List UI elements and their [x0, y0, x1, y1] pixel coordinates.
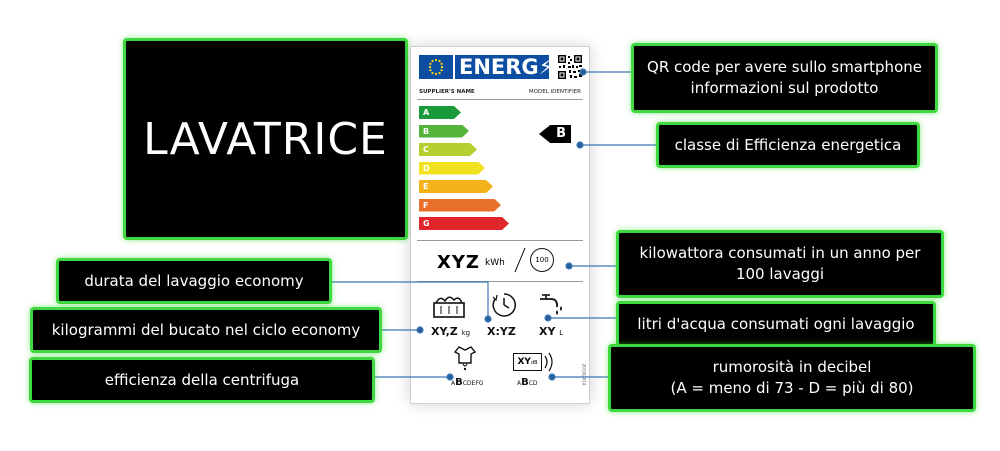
energy-class-bar-f: F: [419, 198, 501, 212]
energy-class-bar-b: B: [419, 124, 469, 138]
noise-prefix: A: [517, 380, 522, 387]
qr-code-icon: [557, 54, 583, 80]
callout-energy-class-text: classe di Efficienza energetica: [674, 135, 902, 154]
callout-water: litri d'acqua consumati ogni lavaggio: [616, 301, 936, 347]
energy-brand: ENERG⚡: [455, 55, 553, 79]
eu-flag-icon: [419, 55, 453, 79]
callout-qr-code: QR code per avere sullo smartphone infor…: [631, 43, 938, 113]
capacity-unit: kg: [461, 329, 471, 337]
clock-icon: [492, 293, 516, 317]
regulation-number: 2019/2014: [581, 363, 587, 386]
energy-label: ENERG⚡ SUPPLIER'S NAME MODEL IDENTIFIER …: [410, 46, 590, 404]
sound-waves-icon: [544, 352, 553, 372]
spin-class: B: [455, 377, 463, 388]
energy-class-bar-c: C: [419, 143, 477, 156]
callout-kwh-text: kilowattora consumati in un anno per 100…: [639, 244, 921, 283]
separator: [417, 281, 583, 282]
callout-noise: rumorosità in decibel (A = meno di 73 - …: [608, 344, 976, 412]
separator: [417, 99, 583, 100]
water-number: XY: [539, 325, 556, 338]
callout-duration: durata del lavaggio economy: [56, 258, 332, 304]
current-class-letter: B: [556, 126, 566, 141]
capacity-value: XY,Z kg: [431, 325, 470, 338]
spin-shirt-icon: [453, 346, 477, 371]
callout-kwh: kilowattora consumati in un anno per 100…: [616, 230, 944, 298]
laundry-basket-icon: [433, 296, 465, 318]
title-box: LAVATRICE: [123, 38, 408, 240]
callout-spin: efficienza della centrifuga: [29, 357, 375, 403]
water-value: XY L: [539, 325, 563, 338]
slash-divider: [514, 247, 526, 273]
capacity-number: XY,Z: [431, 325, 458, 338]
energy-class-bar-a: A: [419, 106, 461, 119]
lightning-icon: ⚡: [538, 55, 554, 79]
callout-capacity: kilogrammi del bucato nel ciclo economy: [30, 307, 382, 353]
spin-prefix: A: [451, 380, 456, 387]
separator: [417, 240, 583, 241]
energy-brand-text: ENERG: [459, 55, 539, 79]
kwh-cycles: 100: [535, 256, 549, 264]
noise-suffix: CD: [528, 380, 538, 387]
kwh-unit: kWh: [485, 258, 505, 268]
duration-value: X:YZ: [487, 325, 516, 338]
noise-badge: XYdB: [513, 353, 542, 371]
kwh-value: XYZ: [437, 252, 480, 273]
noise-class: B: [521, 377, 529, 388]
callout-energy-class: classe di Efficienza energetica: [656, 122, 920, 168]
cycles-100-icon: 100: [530, 248, 554, 272]
noise-badge-unit: dB: [530, 360, 538, 366]
callout-water-text: litri d'acqua consumati ogni lavaggio: [637, 314, 915, 333]
title-text: LAVATRICE: [143, 113, 388, 165]
callout-duration-text: durata del lavaggio economy: [84, 271, 304, 290]
noise-badge-value: XY: [517, 357, 531, 367]
energy-class-bar-d: D: [419, 161, 485, 175]
spin-class-scale: ABCDEFG: [451, 377, 483, 388]
spin-suffix: CDEFG: [462, 380, 484, 387]
callout-spin-text: efficienza della centrifuga: [104, 370, 300, 389]
energy-class-bar-e: E: [419, 180, 493, 193]
supplier-name: SUPPLIER'S NAME: [419, 89, 475, 95]
water-tap-icon: [540, 294, 562, 315]
callout-capacity-text: kilogrammi del bucato nel ciclo economy: [51, 320, 361, 339]
energy-class-bar-g: G: [419, 217, 509, 230]
current-class-arrow: B: [539, 125, 571, 143]
noise-class-scale: ABCD: [517, 377, 538, 388]
water-unit: L: [559, 329, 564, 337]
callout-noise-text: rumorosità in decibel (A = meno di 73 - …: [670, 358, 914, 397]
callout-qr-code-text: QR code per avere sullo smartphone infor…: [647, 58, 922, 97]
model-identifier: MODEL IDENTIFIER: [528, 89, 581, 95]
